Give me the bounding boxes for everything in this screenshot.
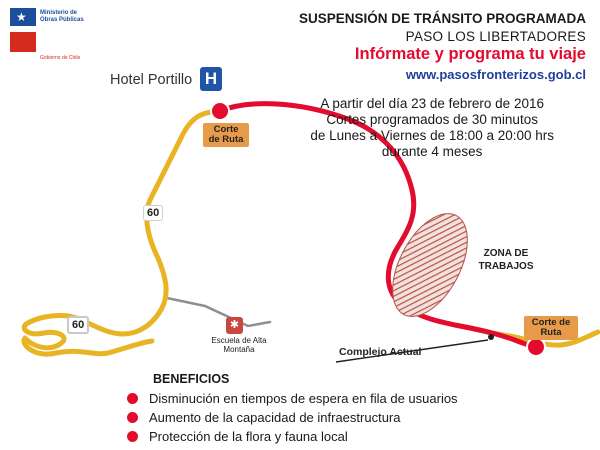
road-closure-marker-2 [526, 337, 546, 357]
bullet-dot-icon [127, 393, 138, 404]
hotel-icon: H [200, 67, 222, 91]
header-line-3: Infórmate y programa tu viaje [354, 45, 586, 63]
school-label: Escuela de Alta Montaña [211, 336, 267, 354]
schedule-text: A partir del día 23 de febrero de 2016 C… [310, 96, 554, 160]
ministry-name: Ministerio de Obras Públicas [40, 10, 84, 23]
border-complex-label: Complejo Actual [339, 346, 422, 358]
header-line-2: PASO LOS LIBERTADORES [405, 29, 586, 44]
benefits-list: Disminución en tiempos de espera en fila… [127, 389, 458, 446]
bullet-dot-icon [127, 431, 138, 442]
red-route [217, 101, 539, 350]
road-closure-label-1: Corte de Ruta [203, 123, 249, 147]
government-name: Gobierno de Chile [40, 55, 81, 61]
bullet-dot-icon [127, 412, 138, 423]
road-closure-marker-1 [210, 101, 230, 121]
benefit-text: Disminución en tiempos de espera en fila… [149, 391, 458, 406]
benefit-text: Aumento de la capacidad de infraestructu… [149, 410, 401, 425]
school-label-text: Escuela de Alta Montaña [211, 336, 267, 354]
route-60-badge-lower: 60 [67, 316, 90, 334]
benefit-item: Disminución en tiempos de espera en fila… [127, 389, 458, 408]
side-road [165, 296, 272, 328]
schedule-line-2: Cortes programados de 30 minutos [326, 112, 538, 127]
road-closure-text-2: Corte de Ruta [531, 317, 571, 338]
hotel-label: Hotel Portillo [110, 72, 193, 88]
yellow-route [21, 108, 223, 357]
schedule-line-3: de Lunes a Viernes de 18:00 a 20:00 hrs [310, 128, 554, 143]
route-60-badge-upper: 60 [143, 205, 164, 221]
website-link[interactable]: www.pasosfronterizos.gob.cl [405, 67, 586, 82]
work-zone-area [392, 213, 468, 317]
border-complex-dot [488, 334, 494, 340]
chile-flag-icon: ★ [10, 8, 36, 52]
header-line-1: SUSPENSIÓN DE TRÁNSITO PROGRAMADA [298, 11, 586, 26]
work-zone-text: ZONA DE TRABAJOS [478, 248, 534, 272]
school-icon: ✱ [226, 317, 243, 334]
benefit-item: Aumento de la capacidad de infraestructu… [127, 408, 458, 427]
schedule-line-1: A partir del día 23 de febrero de 2016 [320, 96, 544, 111]
border-complex-pointer [335, 339, 489, 363]
road-closure-text-1: Corte de Ruta [208, 124, 244, 145]
star-icon: ★ [16, 10, 27, 24]
schedule-line-4: durante 4 meses [381, 144, 483, 159]
government-logo: ★ Ministerio de Obras Públicas Gobierno … [10, 8, 84, 64]
benefit-item: Protección de la flora y fauna local [127, 427, 458, 446]
road-closure-label-2: Corte de Ruta [524, 316, 578, 340]
work-zone-label: ZONA DE TRABAJOS [474, 247, 538, 273]
benefit-text: Protección de la flora y fauna local [149, 429, 348, 444]
benefits-title: BENEFICIOS [153, 372, 230, 386]
